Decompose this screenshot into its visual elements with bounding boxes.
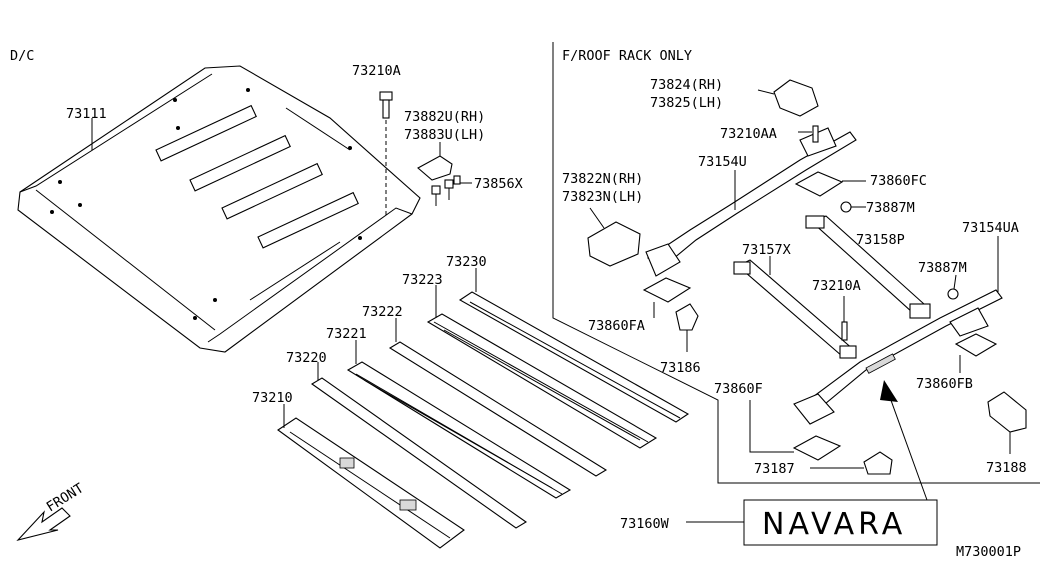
label-73220: 73220 (286, 350, 327, 366)
cross-bar-front (733, 259, 857, 359)
roof-rack-section-frame (552, 42, 1040, 484)
label-73210AA: 73210AA (720, 126, 777, 142)
pad-fc (794, 171, 844, 197)
label-73223: 73223 (402, 272, 443, 288)
label-73882U: 73882U(RH) (404, 109, 485, 125)
rack-bracket-top (773, 79, 819, 117)
pad-f (792, 435, 842, 461)
label-73887M-right: 73887M (918, 260, 967, 276)
label-73860F: 73860F (714, 381, 763, 397)
side-rail-lh (793, 289, 1003, 425)
end-cap-73187 (863, 451, 893, 475)
label-73856X: 73856X (474, 176, 523, 192)
label-73187: 73187 (754, 461, 795, 477)
label-73883U: 73883U(LH) (404, 127, 485, 143)
pad-fb (954, 333, 998, 357)
clip-fasteners (431, 175, 461, 206)
end-cap-73186 (675, 303, 699, 331)
header-left-code: D/C (10, 48, 34, 64)
end-bracket-73188 (987, 391, 1027, 433)
label-73186: 73186 (660, 360, 701, 376)
label-73210A-top: 73210A (352, 63, 401, 79)
front-arrow-icon (16, 507, 71, 541)
roof-panel (17, 65, 421, 353)
pad-fa (642, 277, 692, 303)
label-73210A-mid: 73210A (812, 278, 861, 294)
label-73230: 73230 (446, 254, 487, 270)
roof-bolt (379, 91, 393, 119)
roof-clip (417, 155, 453, 181)
label-73825: 73825(LH) (650, 95, 723, 111)
washer-right (947, 288, 959, 300)
emblem-text: NAVARA (762, 507, 906, 542)
label-73860FA: 73860FA (588, 318, 645, 334)
label-73860FC: 73860FC (870, 173, 927, 189)
label-73860FB: 73860FB (916, 376, 973, 392)
front-label: FRONT (44, 480, 87, 515)
label-73210: 73210 (252, 390, 293, 406)
section-title: F/ROOF RACK ONLY (562, 48, 692, 64)
label-73188: 73188 (986, 460, 1027, 476)
rack-bracket-left (587, 221, 641, 267)
label-73157X: 73157X (742, 242, 791, 258)
label-73887M-top: 73887M (866, 200, 915, 216)
label-73154U: 73154U (698, 154, 747, 170)
label-73160W: 73160W (620, 516, 670, 532)
label-73154UA: 73154UA (962, 220, 1019, 236)
cross-bar-rear (805, 215, 931, 319)
label-73823N: 73823N(LH) (562, 189, 643, 205)
diagram-id: M730001P (956, 544, 1021, 560)
label-73158P: 73158P (856, 232, 905, 248)
roof-bows (277, 291, 690, 549)
label-73221: 73221 (326, 326, 367, 342)
label-73824: 73824(RH) (650, 77, 723, 93)
label-73222: 73222 (362, 304, 403, 320)
label-73111: 73111 (66, 106, 107, 122)
emblem-arrow-head (880, 380, 898, 402)
washer-top (840, 201, 852, 213)
label-73822N: 73822N(RH) (562, 171, 643, 187)
